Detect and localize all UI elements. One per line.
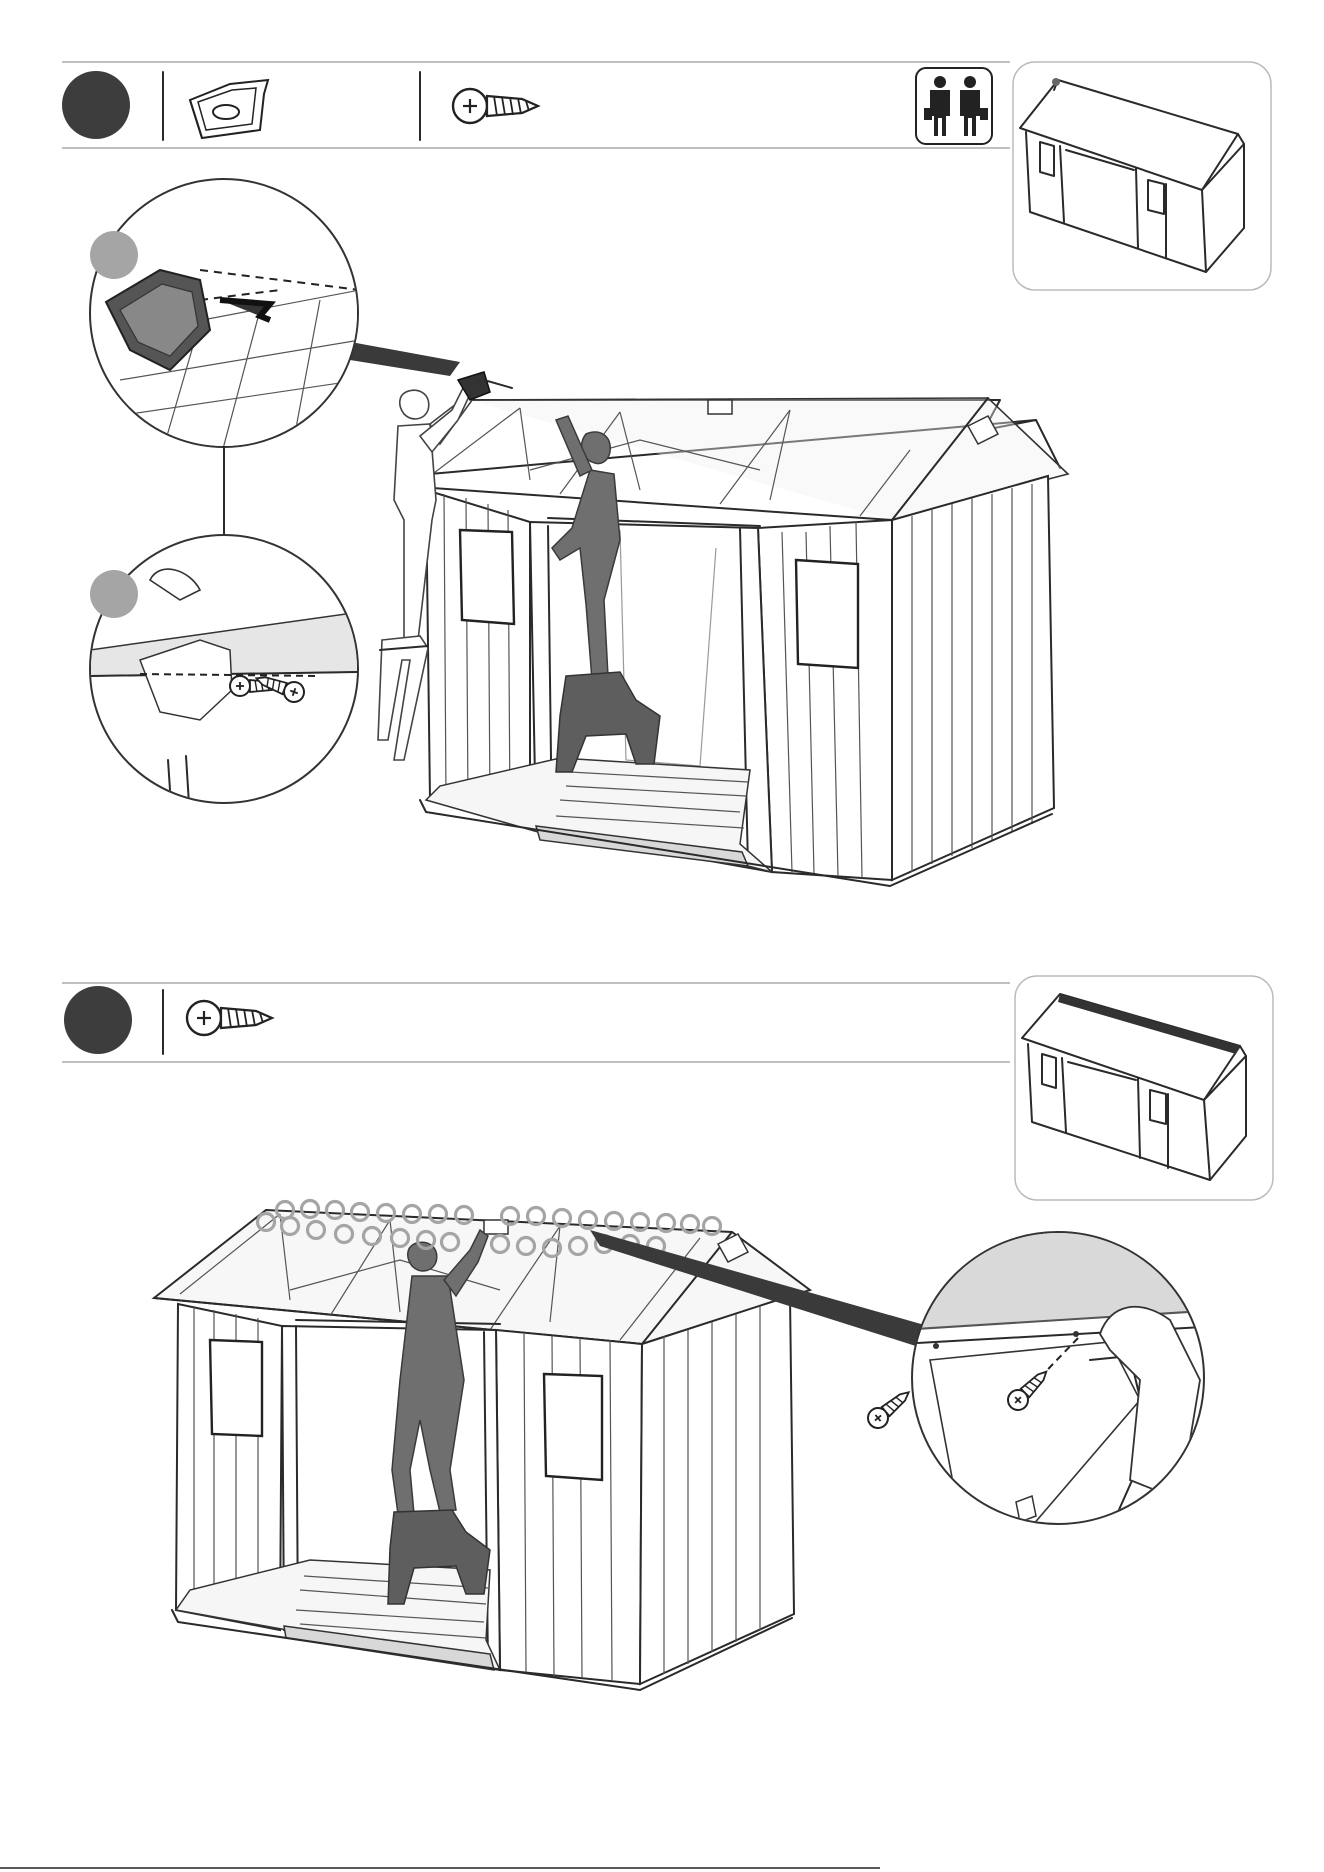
screw-icon <box>453 89 538 123</box>
screw-icon <box>187 1001 272 1035</box>
step-1-badge <box>62 71 130 139</box>
two-people-required-icon <box>916 68 992 144</box>
step-1-header <box>62 62 1010 148</box>
step-2-overview-card <box>1015 976 1273 1200</box>
step-1-detail-bottom <box>90 535 360 820</box>
step-2-badge <box>64 986 132 1054</box>
roof-corner-cap-part-icon <box>190 80 268 138</box>
step-1-overview-card <box>1013 62 1271 290</box>
step-1-shed-illustration <box>378 372 1068 886</box>
screw-icon-loose <box>864 1385 915 1432</box>
step-2-header <box>62 983 1010 1062</box>
